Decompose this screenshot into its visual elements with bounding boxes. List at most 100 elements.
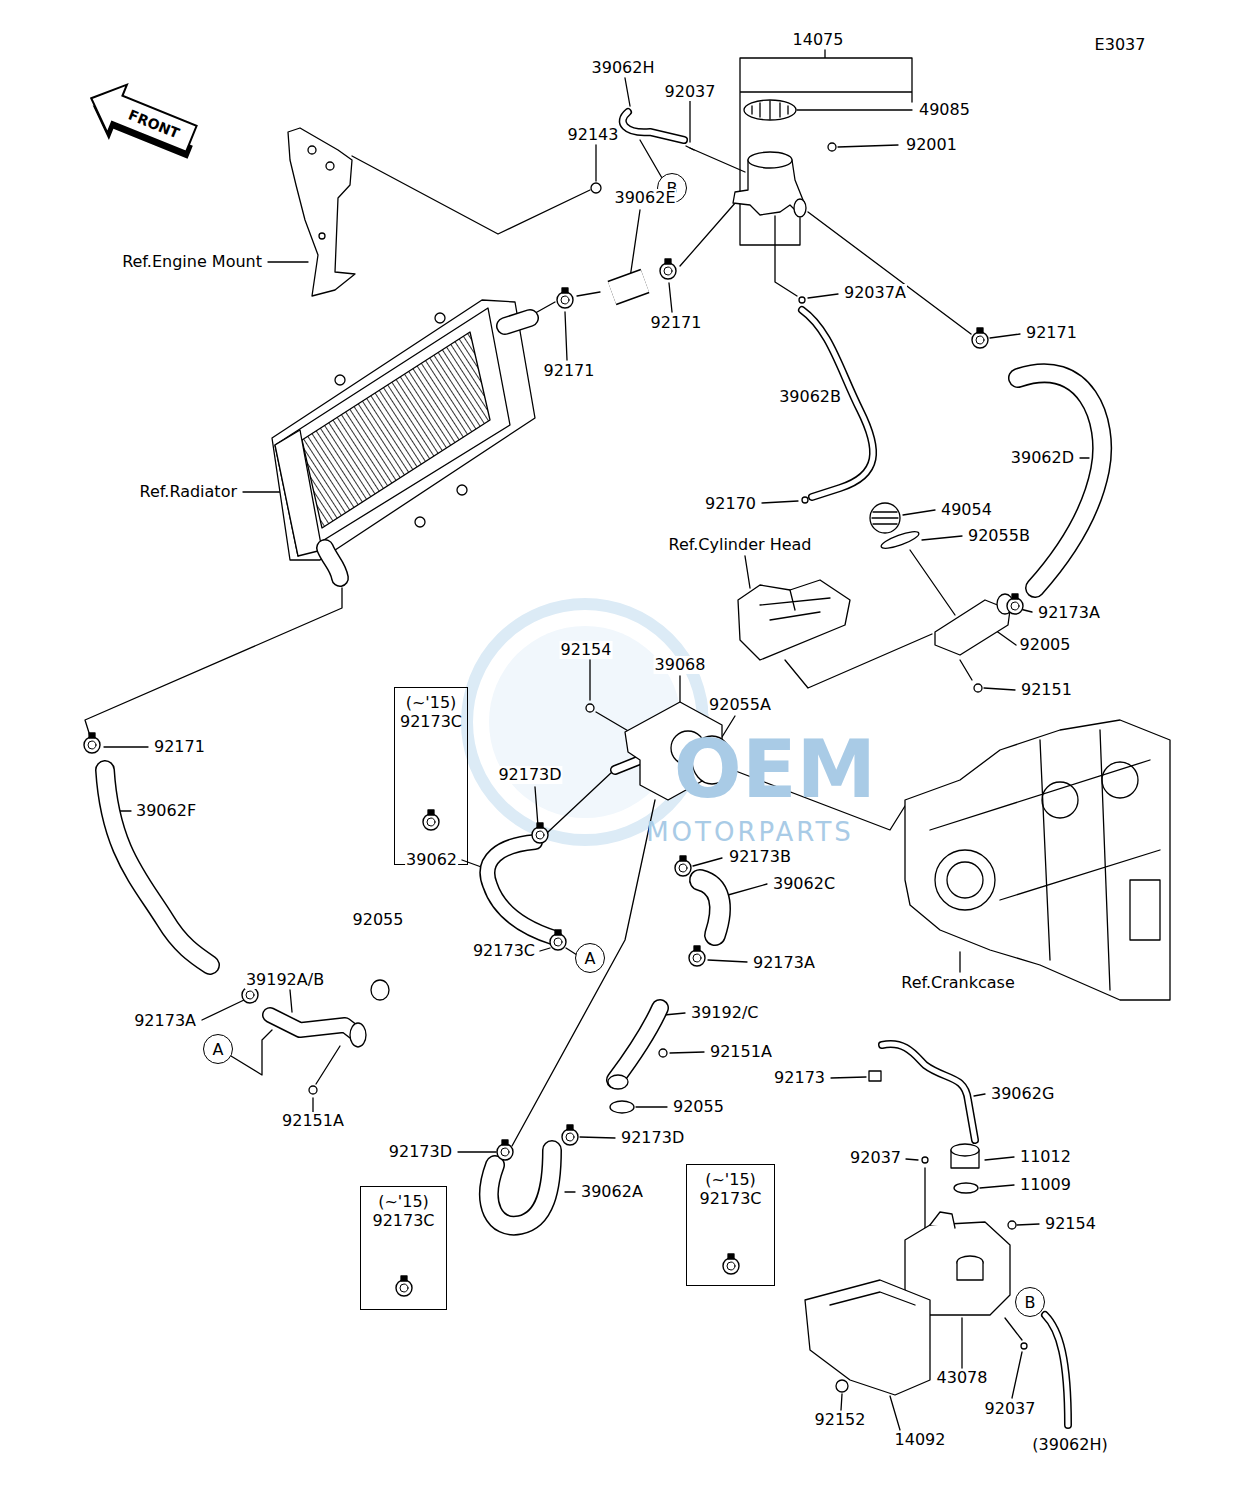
leader-line	[961, 1318, 962, 1368]
front-arrow	[81, 74, 201, 163]
hose	[105, 112, 1102, 1425]
reservoir-tank	[830, 1292, 915, 1305]
thermostat	[879, 528, 920, 551]
hose	[700, 880, 720, 935]
filler-neck	[591, 100, 836, 503]
part-number: 92171	[1025, 324, 1078, 342]
leader-line	[762, 501, 798, 503]
leader-line	[808, 212, 971, 334]
leader-line	[589, 660, 590, 700]
node-text: 92173C	[699, 1189, 761, 1208]
reservoir-tank	[922, 1157, 928, 1163]
part-number: 39062C	[772, 875, 836, 893]
pipe-parts	[309, 1086, 317, 1094]
part-number: 92037	[984, 1400, 1037, 1418]
part-number: 92001	[905, 136, 958, 154]
part-number: 92173D	[620, 1129, 685, 1147]
leader-line	[458, 1151, 496, 1152]
leader-line	[630, 210, 640, 278]
hose-clamp	[497, 1140, 513, 1160]
part-number: (39062H)	[1031, 1436, 1108, 1454]
part-number: 92037A	[843, 284, 907, 302]
part-number: 14092	[894, 1431, 947, 1449]
part-number: 92055	[352, 911, 405, 929]
part-number: 92055B	[967, 527, 1031, 545]
node-text: A	[585, 949, 596, 968]
part-number: 92152	[814, 1411, 867, 1429]
leader-line	[595, 145, 596, 181]
leader-line	[85, 588, 342, 736]
hose	[505, 318, 530, 326]
hose	[487, 842, 555, 938]
hose-clamp	[972, 328, 988, 348]
part-number: 11009	[1019, 1176, 1072, 1194]
leader-line	[352, 156, 590, 234]
crankcase	[947, 862, 983, 898]
engine-mount	[326, 162, 334, 170]
engine-mount	[319, 233, 325, 239]
hose-clamp	[689, 946, 705, 966]
part-number: 39192A/B	[245, 971, 325, 989]
radiator	[272, 300, 535, 560]
reference-label: Ref.Engine Mount	[121, 253, 263, 271]
crankcase	[1102, 762, 1138, 798]
part-number: 39062B	[778, 388, 842, 406]
leader-line	[990, 334, 1020, 338]
hose	[882, 1044, 975, 1140]
leader-line	[980, 1185, 1014, 1188]
pipe-parts	[608, 1075, 628, 1089]
circled-letter: A	[203, 1034, 233, 1064]
leader-line	[625, 78, 630, 106]
hose	[325, 548, 340, 578]
filler-neck	[748, 152, 792, 168]
part-number: 39068	[654, 656, 707, 674]
filler-neck	[794, 199, 806, 217]
leader-line	[693, 858, 722, 866]
leader-line	[733, 770, 905, 830]
part-number: 39062H	[591, 59, 656, 77]
part-number: 39062E	[613, 189, 676, 207]
filler-neck	[744, 100, 796, 120]
hose	[623, 112, 684, 140]
part-number: 92151A	[281, 1112, 345, 1130]
crankcase	[905, 720, 1170, 1000]
part-number: 92154	[560, 641, 613, 659]
part-number: 39062	[405, 851, 458, 869]
node-text: B	[1025, 1293, 1036, 1312]
part-number: 49054	[940, 501, 993, 519]
thermostat	[872, 512, 898, 524]
hose-clamp	[423, 810, 439, 830]
cylinder-head	[760, 590, 830, 620]
engine-mount	[288, 128, 355, 296]
pipe-parts	[350, 1023, 366, 1047]
reservoir-tank	[1008, 1221, 1016, 1229]
part-number: 11012	[1019, 1148, 1072, 1166]
hose	[612, 281, 645, 293]
pipe-parts	[309, 980, 667, 1113]
reservoir-tank	[869, 1071, 881, 1081]
part-number: 92173B	[728, 848, 792, 866]
leader-line	[565, 312, 567, 360]
crankcase	[930, 730, 1160, 990]
reference-label: Ref.Cylinder Head	[668, 536, 813, 554]
hose-clamp	[84, 733, 100, 753]
part-number: 92151A	[709, 1043, 773, 1061]
part-number: 92173D	[388, 1143, 453, 1161]
part-number: 92171	[650, 314, 703, 332]
part-number: 92173A	[752, 954, 816, 972]
hose	[1045, 1315, 1068, 1425]
part-number: 92154	[1044, 1215, 1097, 1233]
leader-line	[120, 810, 131, 811]
hose	[615, 1008, 660, 1080]
reservoir-tank	[1021, 1343, 1027, 1349]
leader-line	[290, 990, 292, 1012]
hose	[505, 318, 530, 326]
leader-line	[312, 1098, 313, 1112]
leader-line	[960, 660, 972, 680]
hose	[882, 1044, 975, 1140]
leader-line	[974, 1094, 985, 1096]
reference-label: Ref.Crankcase	[900, 974, 1016, 992]
leader-line	[890, 1396, 900, 1430]
leader-line	[316, 1046, 340, 1084]
reservoir-tank	[836, 1380, 848, 1392]
